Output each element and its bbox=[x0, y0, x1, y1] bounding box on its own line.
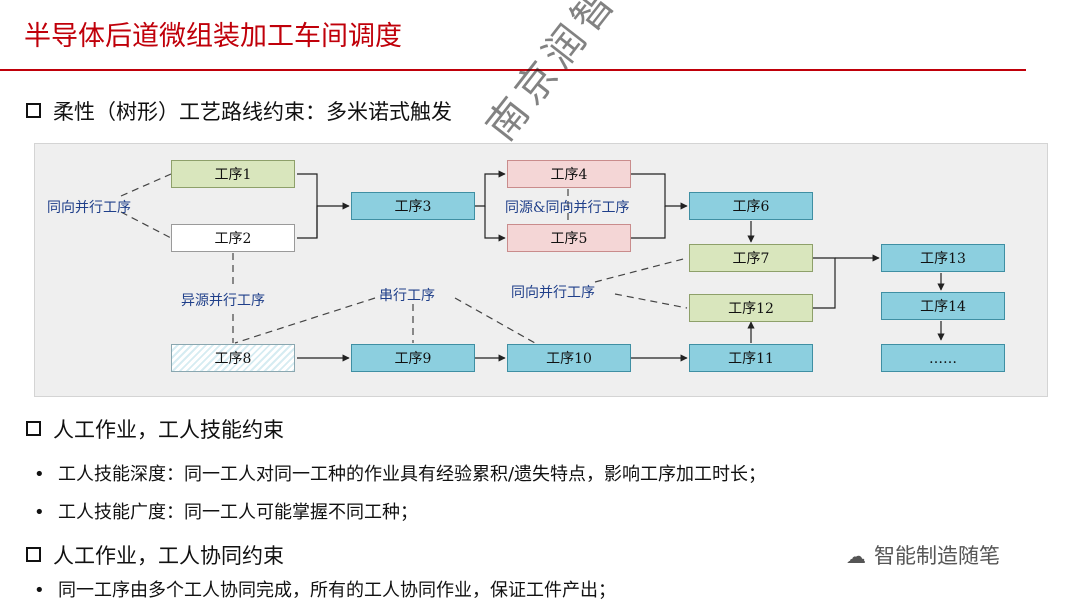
process-node-4: 工序4 bbox=[507, 160, 631, 188]
section-heading-2: 人工作业，工人技能约束 bbox=[26, 414, 284, 444]
watermark: 南京润智科技有限公司 bbox=[470, 0, 799, 151]
page-title: 半导体后道微组装加工车间调度 bbox=[24, 21, 402, 52]
brand-mark: ☁ 智能制造随笔 bbox=[846, 540, 1000, 570]
bullet-item: •工人技能深度：同一工人对同一工种的作业具有经验累积/遗失特点，影响工序加工时长… bbox=[34, 464, 767, 485]
bullet-text: 工人技能广度：同一工人可能掌握不同工种； bbox=[58, 502, 418, 523]
process-node-2: 工序2 bbox=[171, 224, 295, 252]
label-same-direction-parallel: 同向并行工序 bbox=[47, 200, 131, 216]
bullet-text: 同一工序由多个工人协同完成，所有的工人协同作业，保证工件产出； bbox=[58, 580, 616, 601]
process-node-3: 工序3 bbox=[351, 192, 475, 220]
section-heading-text: 人工作业，工人协同约束 bbox=[53, 544, 284, 568]
process-node-6: 工序6 bbox=[689, 192, 813, 220]
process-node-more: …… bbox=[881, 344, 1005, 372]
process-node-5: 工序5 bbox=[507, 224, 631, 252]
process-route-diagram: 工序1 工序2 工序3 工序4 工序5 工序6 工序7 工序8 工序9 工序10… bbox=[34, 143, 1048, 397]
process-node-12: 工序12 bbox=[689, 294, 813, 322]
process-node-1: 工序1 bbox=[171, 160, 295, 188]
bullet-item: •工人技能广度：同一工人可能掌握不同工种； bbox=[34, 502, 418, 523]
label-serial: 串行工序 bbox=[379, 288, 435, 304]
square-bullet-icon bbox=[26, 421, 41, 436]
process-node-8: 工序8 bbox=[171, 344, 295, 372]
label-same-source-parallel: 同源&同向并行工序 bbox=[505, 200, 630, 216]
section-heading-text: 柔性（树形）工艺路线约束：多米诺式触发 bbox=[53, 100, 452, 124]
section-heading-3: 人工作业，工人协同约束 bbox=[26, 540, 284, 570]
process-node-13: 工序13 bbox=[881, 244, 1005, 272]
label-diff-source-parallel: 异源并行工序 bbox=[181, 293, 265, 309]
diagram-connectors bbox=[120, 170, 945, 362]
bullet-text: 工人技能深度：同一工人对同一工种的作业具有经验累积/遗失特点，影响工序加工时长； bbox=[58, 464, 767, 485]
brand-text: 智能制造随笔 bbox=[874, 544, 1000, 568]
process-node-7: 工序7 bbox=[689, 244, 813, 272]
square-bullet-icon bbox=[26, 547, 41, 562]
title-divider bbox=[0, 69, 1026, 71]
process-node-9: 工序9 bbox=[351, 344, 475, 372]
process-node-10: 工序10 bbox=[507, 344, 631, 372]
label-same-direction-parallel-2: 同向并行工序 bbox=[511, 285, 595, 301]
wechat-icon: ☁ bbox=[846, 544, 866, 568]
bullet-item: •同一工序由多个工人协同完成，所有的工人协同作业，保证工件产出； bbox=[34, 580, 616, 601]
section-heading-text: 人工作业，工人技能约束 bbox=[53, 418, 284, 442]
square-bullet-icon bbox=[26, 103, 41, 118]
section-heading-1: 柔性（树形）工艺路线约束：多米诺式触发 bbox=[26, 96, 452, 126]
process-node-14: 工序14 bbox=[881, 292, 1005, 320]
process-node-11: 工序11 bbox=[689, 344, 813, 372]
